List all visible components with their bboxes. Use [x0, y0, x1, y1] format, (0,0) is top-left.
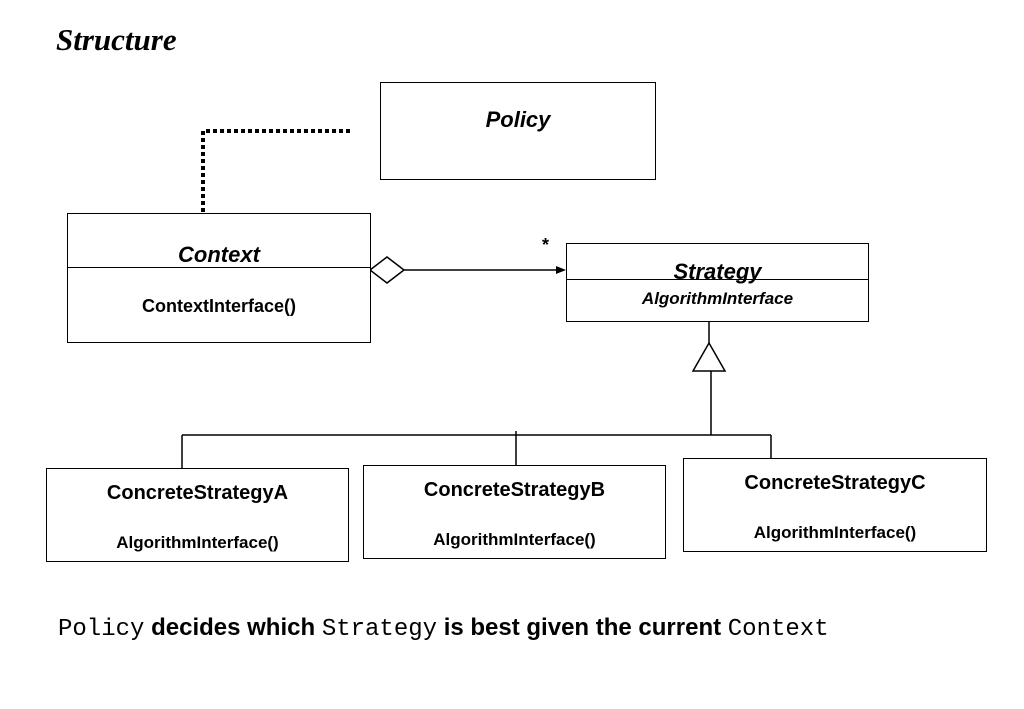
- strategy-name: Strategy: [673, 259, 762, 284]
- context-operation: ContextInterface(): [141, 296, 297, 316]
- generalization-triangle: [691, 341, 727, 372]
- aggregation-diamond: [368, 256, 406, 284]
- caption-term-policy: Policy: [58, 616, 145, 643]
- context-divider: [68, 267, 370, 268]
- caption-text-2: is best given the current: [437, 614, 728, 641]
- association-arrowhead: [556, 266, 566, 274]
- concrete-strategy-c-name: ConcreteStrategyC: [744, 472, 926, 494]
- policy-class: Policy: [380, 82, 656, 180]
- multiplicity-label: *: [542, 235, 550, 255]
- concrete-strategy-b-class: ConcreteStrategyB AlgorithmInterface(): [363, 465, 666, 559]
- policy-dotted-link: [201, 129, 352, 212]
- context-name: Context: [178, 242, 260, 267]
- slide-title: Structure: [56, 22, 177, 57]
- strategy-operation: AlgorithmInterface: [641, 289, 794, 308]
- caption-term-strategy: Strategy: [321, 616, 438, 643]
- caption: Policy decides which Strategy is best gi…: [58, 614, 829, 643]
- caption-text-1: decides which: [144, 614, 322, 641]
- context-class: Context ContextInterface(): [67, 213, 371, 343]
- strategy-class: Strategy AlgorithmInterface: [566, 243, 869, 322]
- concrete-strategy-c-operation: AlgorithmInterface(): [753, 523, 917, 542]
- concrete-strategy-b-operation: AlgorithmInterface(): [433, 530, 596, 549]
- caption-term-context: Context: [727, 616, 829, 643]
- concrete-strategy-a-operation: AlgorithmInterface(): [116, 533, 279, 552]
- concrete-strategy-a-class: ConcreteStrategyA AlgorithmInterface(): [46, 468, 349, 562]
- concrete-strategy-b-name: ConcreteStrategyB: [423, 479, 606, 501]
- concrete-strategy-a-name: ConcreteStrategyA: [106, 482, 289, 504]
- policy-name: Policy: [485, 107, 551, 132]
- concrete-strategy-c-class: ConcreteStrategyC AlgorithmInterface(): [683, 458, 987, 552]
- strategy-divider: [567, 279, 868, 280]
